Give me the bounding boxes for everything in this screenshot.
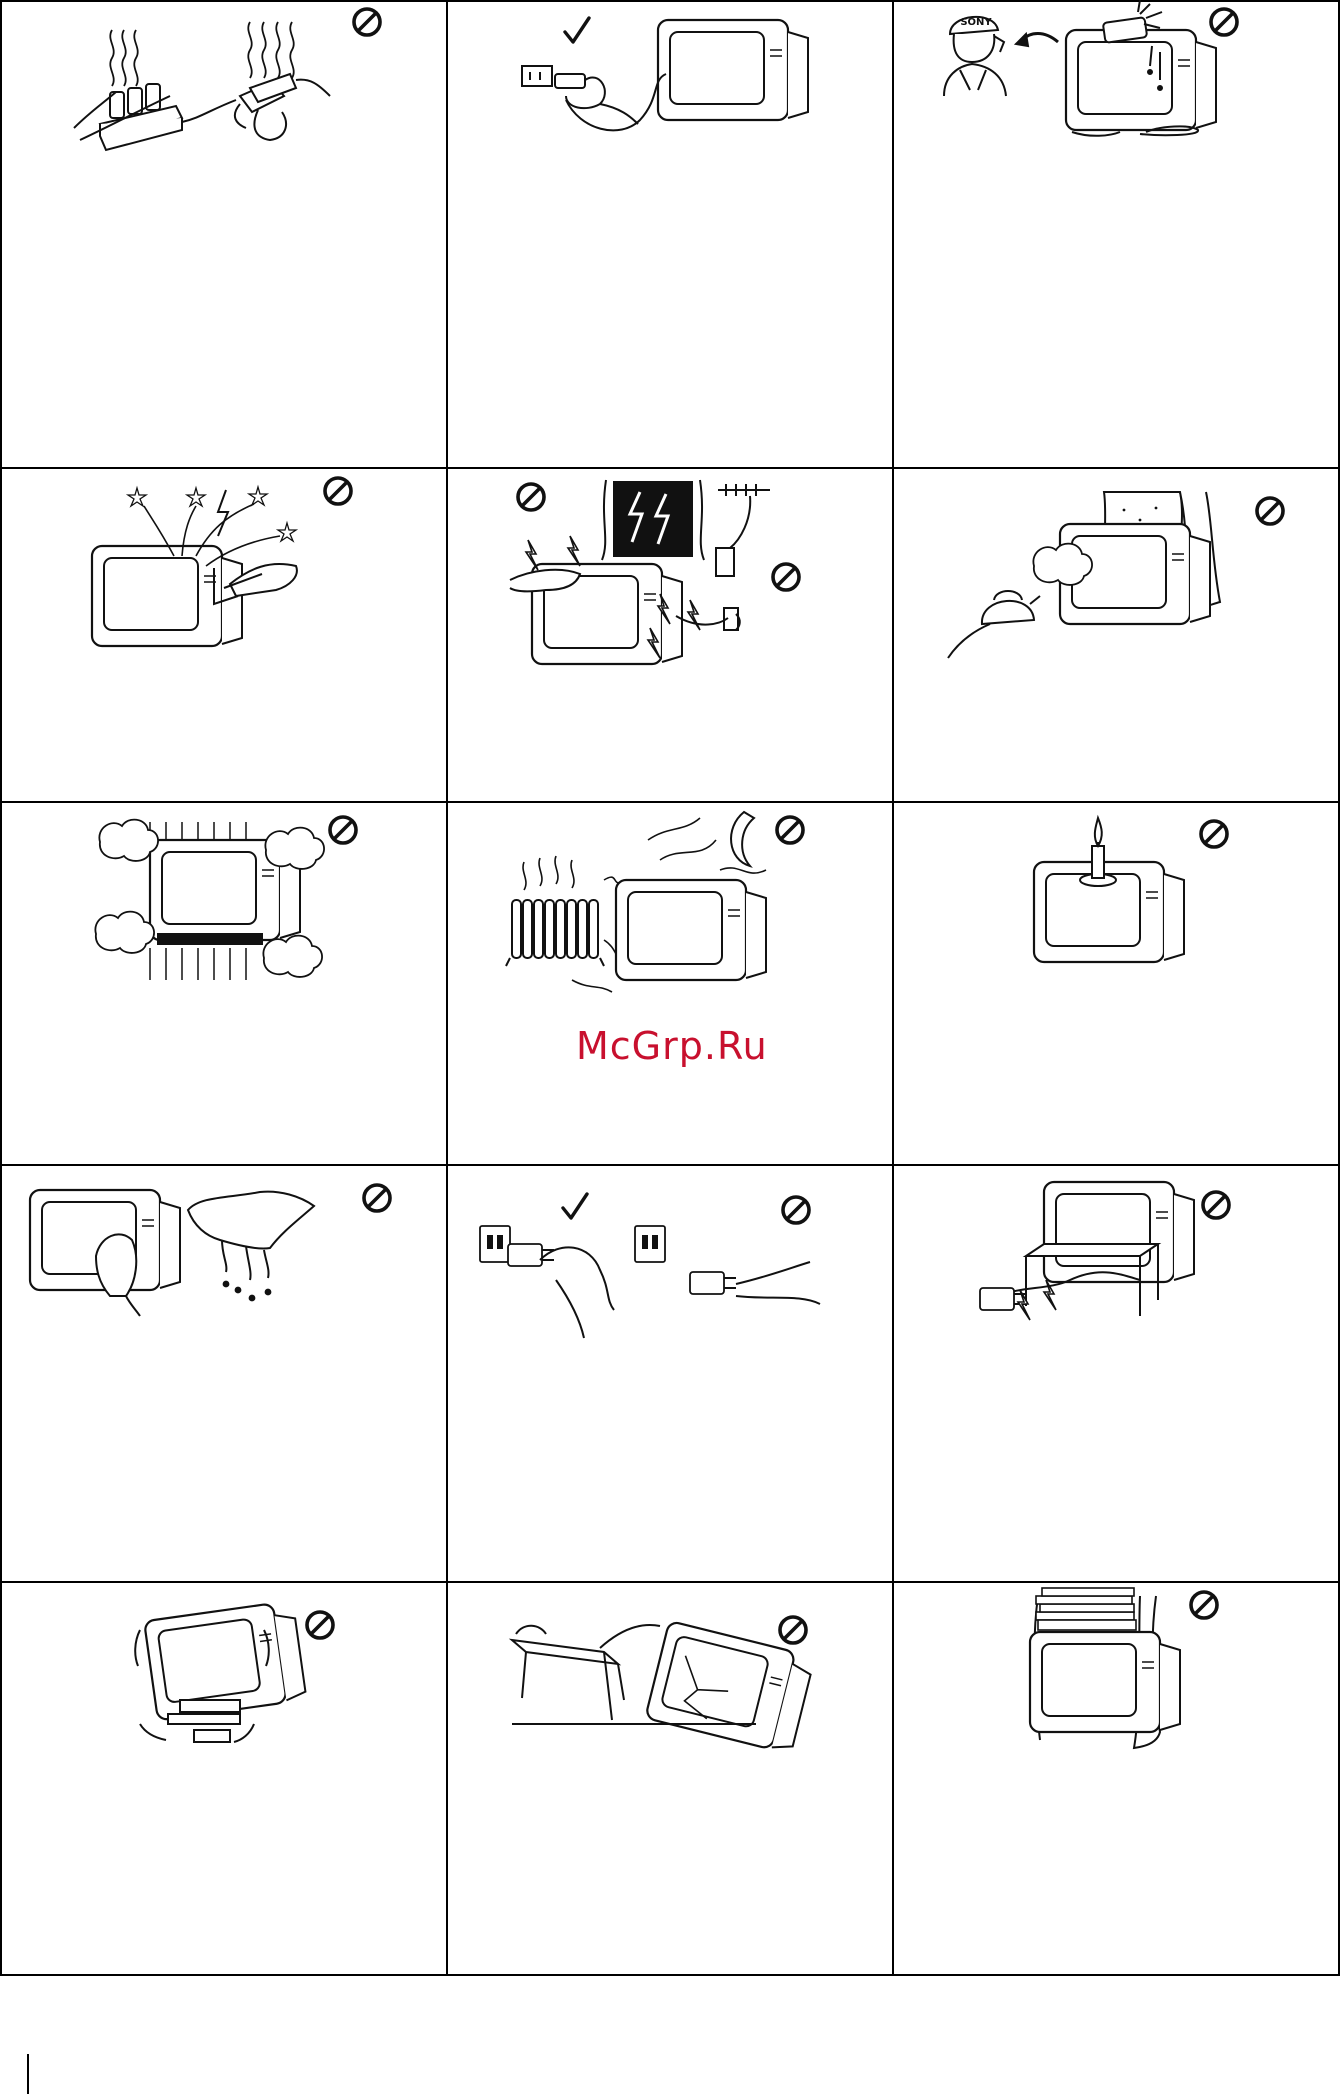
check-icon [565,18,589,42]
prohibited-icon [777,817,803,843]
hand-pulling-cord-illustration [736,1262,820,1304]
prohibited-icon [780,1617,806,1643]
prohibited-icon [1257,498,1283,524]
antenna-illustration [718,484,770,548]
heat-cloud-icon [95,912,154,953]
wall-socket-illustration [676,548,740,630]
panel-call-service: SONY [944,0,1237,136]
panel-cleaning [30,1185,390,1316]
spark-icon [688,600,700,630]
tv-illustration [1044,1182,1194,1282]
prohibited-icon [330,817,356,843]
watermark-text: McGrp.Ru [576,1024,768,1068]
heat-cloud-icon [263,936,322,977]
prohibited-icon [1191,1592,1217,1618]
power-strip-illustration [74,84,236,150]
vent-grille [158,934,262,944]
prohibited-icon [364,1185,390,1211]
wet-cloth-illustration [188,1192,314,1301]
prohibited-icon [325,478,351,504]
panel-no-open-flame [1034,818,1227,962]
stacked-books-illustration [1036,1588,1136,1630]
window-storm-illustration [602,480,704,560]
hand-illustration [540,1247,614,1310]
spark-icon [526,540,538,570]
prohibited-icon [1201,821,1227,847]
heat-cloud-icon [265,828,324,869]
tv-illustration [92,546,242,646]
panel-falling-tv [512,1617,815,1754]
hand-pulling-plug-illustration [555,74,638,124]
prohibited-icon [518,484,544,510]
hand-wiping-illustration [96,1234,140,1316]
prohibited-icon [773,564,799,590]
panel-plug-handling [480,1194,820,1338]
prohibited-icon [354,9,380,35]
prohibited-icon [1211,9,1237,35]
tipping-table-illustration [512,1625,660,1720]
kettle-illustration [948,591,1040,658]
radiator-illustration [506,900,604,966]
prohibited-icon [307,1612,333,1638]
stacked-plugs-illustration [235,74,330,140]
panel-unstable-stand [135,1601,333,1742]
panel-heat-sources [506,812,803,992]
outlet-icon [635,1226,665,1262]
outlet-icon [480,1226,510,1262]
heat-waves-illustration [110,22,293,86]
panel-no-weight-on-top [1030,1588,1217,1748]
prohibited-icon [1203,1192,1229,1218]
panel-unplug-by-plug [522,18,808,130]
tv-illustration [1030,1632,1180,1732]
panel-humidity [948,492,1283,658]
panel-cord-damage [980,1182,1229,1320]
candle-illustration [1080,818,1116,886]
tv-illustration [658,20,808,120]
panel-overloaded-outlets [74,9,380,150]
service-technician-illustration: SONY [944,17,1006,96]
prohibited-icon [783,1197,809,1223]
plug-icon [690,1272,736,1294]
outlet-illustration [522,66,552,86]
tv-illustration [616,880,766,980]
panel-lightning [510,480,799,664]
panel-no-objects-in-vents [92,478,351,646]
check-icon [563,1194,587,1218]
panel-ventilation [95,817,356,980]
brand-label: SONY [960,17,992,28]
sun-icon [731,812,754,866]
spark-icon [568,536,580,566]
tv-illustration [1066,30,1216,130]
